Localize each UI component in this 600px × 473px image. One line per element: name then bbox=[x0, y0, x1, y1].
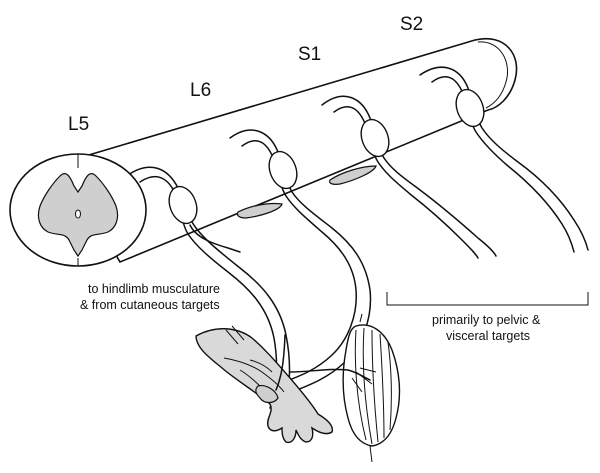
peripheral-nerves bbox=[249, 334, 377, 393]
ventral-root-l6 bbox=[236, 202, 283, 219]
drg-s2 bbox=[455, 88, 485, 128]
segment-label-l6: L6 bbox=[190, 80, 211, 101]
hindlimb-note-line2: & from cutaneous targets bbox=[80, 298, 220, 312]
cord-end-contour bbox=[477, 41, 508, 109]
central-canal bbox=[75, 209, 81, 219]
drg-s1 bbox=[360, 118, 390, 158]
cutaneous-target bbox=[255, 385, 279, 404]
nerve-root-l5 bbox=[127, 166, 291, 411]
nerve-roots bbox=[127, 66, 589, 411]
nerve-root-s1 bbox=[321, 95, 497, 259]
pelvic-bracket bbox=[386, 292, 589, 306]
segment-label-s2: S2 bbox=[400, 14, 423, 35]
drg-l5 bbox=[168, 185, 198, 225]
pelvic-note-line2: visceral targets bbox=[446, 329, 530, 343]
ventral-root-s1 bbox=[329, 165, 377, 185]
hindlimb-note-line1: to hindlimb musculature bbox=[88, 282, 220, 296]
segment-label-l5: L5 bbox=[68, 114, 89, 135]
muscle-belly bbox=[342, 324, 401, 447]
pelvic-note-line1: primarily to pelvic & bbox=[432, 313, 541, 327]
segment-label-s1: S1 bbox=[298, 44, 321, 65]
nerve-root-s2 bbox=[419, 66, 589, 253]
cord-cross-section bbox=[9, 153, 147, 267]
drg-l6 bbox=[268, 150, 298, 190]
hindlimb-muscle bbox=[342, 313, 401, 463]
